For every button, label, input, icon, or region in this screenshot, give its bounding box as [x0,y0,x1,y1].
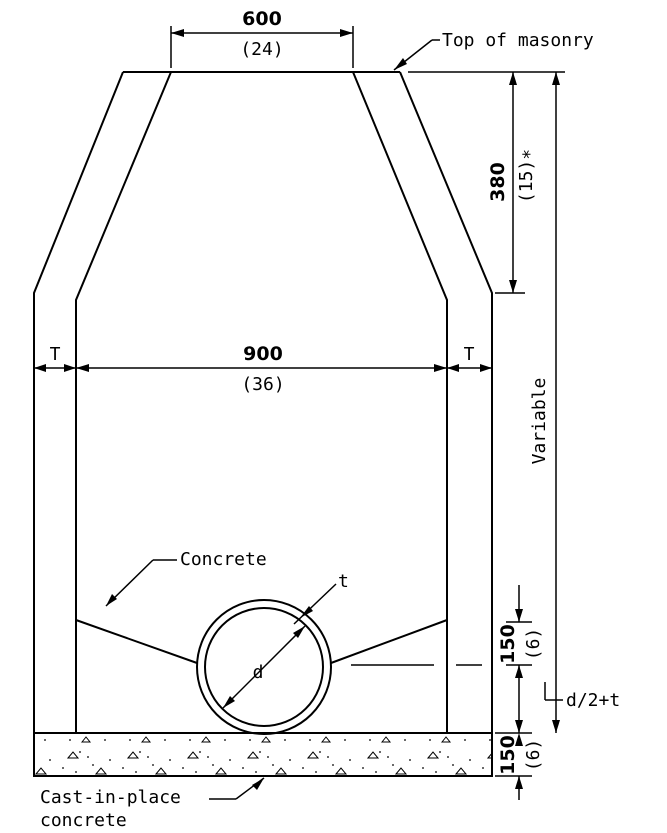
barrel-width-value: 900 [243,343,283,365]
base-thickness-value: 150 [497,735,519,775]
base-thickness-imperial: (6) [523,739,544,772]
dim-wall-thickness-left: T [34,344,76,372]
top-of-masonry-callout: Top of masonry [393,30,594,71]
variable-label: Variable [529,378,550,465]
dim-centerline: d/2+t [515,682,620,733]
concrete-label: Concrete [180,549,267,570]
cast-in-place-label-line2: concrete [40,810,127,831]
dim-base-thickness: 150 (6) [495,732,544,800]
concrete-callout: Concrete [105,549,267,607]
manhole-walls [33,71,493,733]
top-width-value: 600 [242,8,282,30]
dim-barrel-width: 900 (36) [76,343,447,395]
invert-offset-imperial: (6) [523,628,544,661]
cast-in-place-label-line1: Cast-in-place [40,787,181,808]
dim-cone-height: 380 (15)∗ [487,72,537,294]
barrel-width-imperial: (36) [241,374,284,395]
invert-offset-value: 150 [497,624,519,664]
base-slab [33,732,493,777]
dim-pipe-wall: t [293,571,349,625]
cone-height-value: 380 [487,162,509,202]
top-of-masonry-label: Top of masonry [442,30,594,51]
cone-height-imperial: (15)∗ [516,149,537,203]
dim-variable-height: Variable [529,72,560,733]
cast-in-place-callout: Cast-in-place concrete [40,777,265,831]
top-width-imperial: (24) [240,39,283,60]
dim-wall-thickness-right: T [447,344,492,372]
pipe [196,599,332,735]
pipe-wall-label: t [338,571,349,592]
dim-top-width: 600 (24) [170,8,354,68]
centerline-label: d/2+t [566,690,620,711]
wall-t-right-label: T [464,344,475,365]
dim-pipe-diameter: d [222,625,306,709]
concrete-bench [75,619,448,664]
wall-t-left-label: T [50,344,61,365]
dim-invert-offset: 150 (6) [351,585,544,700]
pipe-diameter-label: d [253,662,264,683]
